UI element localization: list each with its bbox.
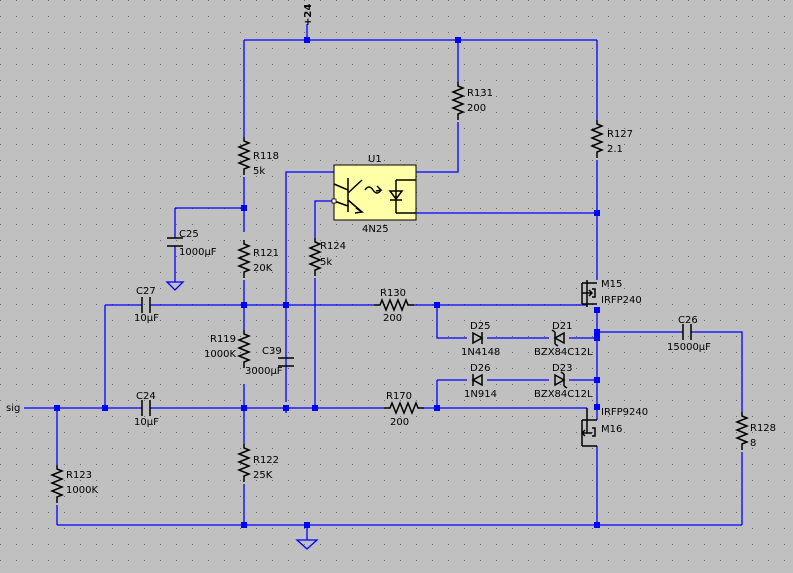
- resistor-r128[interactable]: R128 8: [734, 412, 776, 450]
- d25-ref: D25: [470, 321, 490, 332]
- resistor-r118[interactable]: R118 5k: [236, 137, 279, 177]
- c24-ref: C24: [136, 391, 156, 402]
- optocoupler-u1[interactable]: U1 4N25: [331, 154, 417, 235]
- r128-value: 8: [750, 438, 756, 449]
- u1-part: 4N25: [362, 224, 389, 235]
- r123-ref: R123: [66, 470, 92, 481]
- resistor-r131[interactable]: R131 200: [450, 82, 493, 120]
- r170-ref: R170: [386, 391, 412, 402]
- d23-part: BZX84C12L: [534, 389, 593, 400]
- d25-part: 1N4148: [461, 347, 500, 358]
- r119-ref: R119: [210, 334, 236, 345]
- r130-value: 200: [383, 313, 402, 324]
- r122-value: 25K: [253, 470, 273, 481]
- d23-ref: D23: [552, 363, 572, 374]
- mosfet-m16[interactable]: IRFP9240 M16: [580, 407, 648, 447]
- u1-ref: U1: [368, 154, 382, 165]
- resistor-r123[interactable]: R123 1000K: [49, 465, 98, 503]
- capacitor-c25[interactable]: C25 1000µF: [167, 229, 217, 258]
- ground-symbol-c25: [165, 281, 185, 291]
- resistor-r124[interactable]: R124 5k: [307, 238, 346, 276]
- d21-part: BZX84C12L: [534, 347, 593, 358]
- r118-ref: R118: [253, 151, 279, 162]
- resistor-r170[interactable]: R170 200: [384, 391, 424, 428]
- r131-ref: R131: [467, 88, 493, 99]
- r119-value: 1000K: [204, 349, 236, 360]
- capacitor-c39[interactable]: C39 3000µF: [245, 346, 294, 377]
- m15-ref: M15: [601, 279, 622, 290]
- c39-value: 3000µF: [245, 366, 283, 377]
- diode-d26[interactable]: D26 1N914: [464, 363, 497, 400]
- r123-value: 1000K: [66, 485, 98, 496]
- d26-ref: D26: [470, 363, 490, 374]
- c26-ref: C26: [678, 315, 698, 326]
- r170-value: 200: [390, 417, 409, 428]
- resistor-r119[interactable]: R119 1000K: [204, 330, 252, 368]
- m16-ref: IRFP9240: [601, 407, 648, 418]
- m15-part: IRFP240: [601, 295, 642, 306]
- r124-value: 5k: [320, 257, 332, 268]
- r130-ref: R130: [380, 288, 406, 299]
- d26-part: 1N914: [464, 389, 497, 400]
- resistor-r127[interactable]: R127 2.1: [589, 120, 633, 158]
- c24-value: 10µF: [134, 417, 159, 428]
- wires: [24, 24, 743, 540]
- r131-value: 200: [467, 103, 486, 114]
- r121-ref: R121: [253, 248, 279, 259]
- zener-d21[interactable]: D21 BZX84C12L: [534, 321, 593, 358]
- ground-symbol-main: [295, 539, 319, 550]
- r124-ref: R124: [320, 241, 346, 252]
- m16-part: M16: [601, 424, 622, 435]
- mosfet-m15[interactable]: M15 IRFP240: [581, 279, 642, 307]
- resistor-r122[interactable]: R122 25K: [236, 444, 279, 482]
- capacitor-c27[interactable]: C27 10µF: [134, 286, 159, 324]
- capacitor-c26[interactable]: C26 15000µF: [667, 315, 711, 353]
- capacitor-c24[interactable]: C24 10µF: [134, 391, 159, 428]
- r127-value: 2.1: [607, 144, 623, 155]
- input-label: sig: [6, 403, 20, 414]
- r128-ref: R128: [750, 423, 776, 434]
- c25-ref: C25: [179, 229, 199, 240]
- resistor-r121[interactable]: R121 20K: [236, 240, 279, 278]
- r122-ref: R122: [253, 455, 279, 466]
- c39-ref: C39: [262, 346, 282, 357]
- diode-d25[interactable]: D25 1N4148: [461, 321, 500, 358]
- r121-value: 20K: [253, 263, 273, 274]
- c27-value: 10µF: [134, 313, 159, 324]
- r127-ref: R127: [607, 129, 633, 140]
- resistor-r130[interactable]: R130 200: [374, 288, 414, 324]
- c26-value: 15000µF: [667, 342, 711, 353]
- supply-label: +24: [303, 4, 314, 26]
- c25-value: 1000µF: [179, 247, 217, 258]
- zener-d23[interactable]: D23 BZX84C12L: [534, 363, 593, 400]
- junctions: [54, 37, 600, 528]
- c27-ref: C27: [136, 286, 156, 297]
- r118-value: 5k: [253, 166, 265, 177]
- d21-ref: D21: [552, 321, 572, 332]
